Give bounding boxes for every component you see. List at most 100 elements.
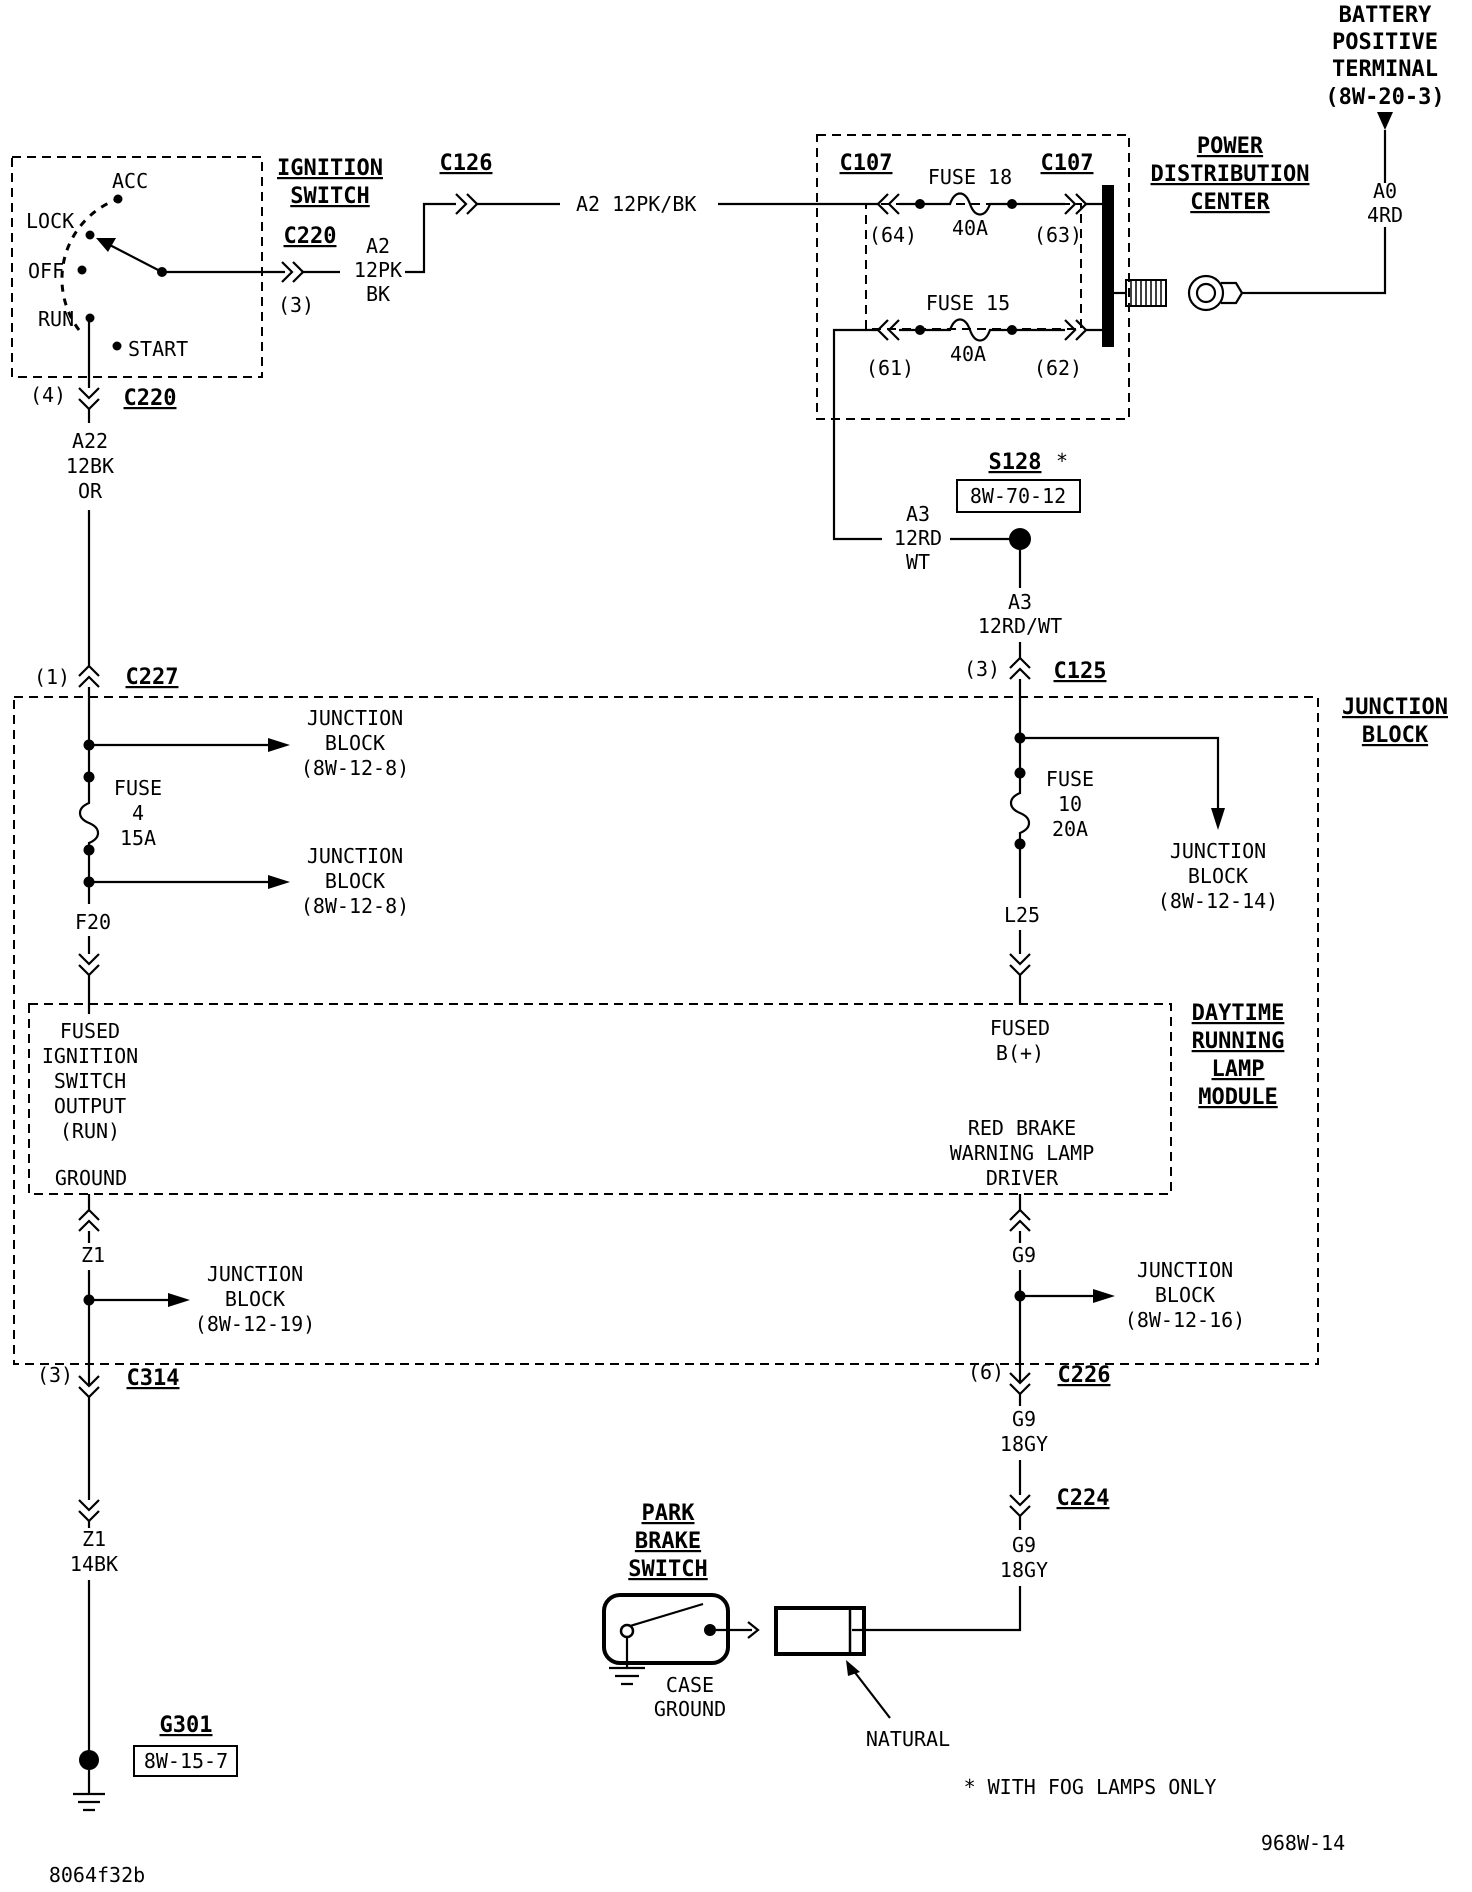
start-contact bbox=[112, 341, 122, 351]
jb-branch-c-wire bbox=[1020, 736, 1220, 815]
wire-a22-gauge: 12BK bbox=[66, 454, 114, 478]
wire-a3-upper bbox=[832, 328, 882, 541]
wire-a2-color: BK bbox=[366, 282, 390, 306]
c220-top-connector-icon bbox=[281, 261, 305, 283]
wire-g9-to-plug bbox=[852, 1586, 1022, 1632]
c125-pin: (3) bbox=[964, 657, 1000, 681]
drl-red-brake-line1: RED BRAKE bbox=[968, 1116, 1076, 1140]
battery-positive-terminal: BATTERY POSITIVE TERMINAL (8W-20-3) A0 4… bbox=[1325, 3, 1444, 227]
drl-fused-ign-line4: OUTPUT bbox=[54, 1094, 126, 1118]
c227-connector-icon bbox=[78, 664, 100, 688]
drl-red-brake-line3: DRIVER bbox=[986, 1166, 1059, 1190]
acc-contact bbox=[113, 194, 123, 204]
drl-title-line3: LAMP bbox=[1212, 1057, 1265, 1082]
fuse10-number: 10 bbox=[1058, 792, 1082, 816]
junction-block-title-line2: BLOCK bbox=[1362, 723, 1429, 748]
c107-right-label: C107 bbox=[1041, 151, 1094, 176]
junction-block-title-line1: JUNCTION bbox=[1342, 695, 1448, 720]
fuse-18-icon bbox=[920, 192, 1012, 216]
wire-g9b-label: G9 bbox=[1012, 1533, 1036, 1557]
jb-branch-e-arrow-icon bbox=[1093, 1289, 1115, 1303]
jb-d-line3: (8W-12-19) bbox=[195, 1312, 315, 1336]
pos-lock-label: LOCK bbox=[26, 209, 74, 233]
splice-s128-label: S128 bbox=[989, 450, 1042, 475]
case-ground-line2: GROUND bbox=[654, 1697, 726, 1721]
ignition-switch-title-line2: SWITCH bbox=[290, 184, 369, 209]
fuse18-label: FUSE 18 bbox=[928, 165, 1012, 189]
eyelet-lug bbox=[1221, 281, 1244, 305]
drl-fused-ign-line5: (RUN) bbox=[60, 1119, 120, 1143]
wire-a3-gauge: 12RD bbox=[894, 526, 942, 550]
c220-bottom-label: C220 bbox=[124, 386, 177, 411]
park-brake-title-line1: PARK bbox=[642, 1501, 696, 1526]
ground-g301-icon bbox=[73, 1770, 105, 1812]
pdc-title-line1: POWER bbox=[1197, 134, 1264, 159]
park-brake-contact-right bbox=[704, 1624, 716, 1636]
case-ground-icon bbox=[609, 1666, 645, 1686]
park-brake-contact-left bbox=[619, 1623, 635, 1639]
pdc-bus-bar bbox=[1102, 185, 1114, 347]
fuse15-amperage: 40A bbox=[950, 342, 986, 366]
park-brake-title-line3: SWITCH bbox=[628, 1557, 707, 1582]
drl-title-line4: MODULE bbox=[1198, 1085, 1277, 1110]
ignition-switch-blade bbox=[103, 241, 163, 273]
drl-ground-label: GROUND bbox=[55, 1166, 127, 1190]
wire-z1-top-label: Z1 bbox=[81, 1243, 105, 1267]
wire-a3b-label: A3 bbox=[1008, 590, 1032, 614]
wire-a3b-gauge: 12RD/WT bbox=[978, 614, 1062, 638]
case-ground-line1: CASE bbox=[666, 1673, 714, 1697]
c314-pin: (3) bbox=[37, 1363, 73, 1387]
ground-g301-node bbox=[79, 1750, 99, 1770]
ignition-switch-box bbox=[11, 156, 263, 378]
jb-branch-b-arrow-icon bbox=[268, 875, 290, 889]
jb-b-line3: (8W-12-8) bbox=[301, 894, 409, 918]
c224-connector-icon bbox=[1009, 1494, 1031, 1518]
battery-title-line4: (8W-20-3) bbox=[1325, 85, 1444, 110]
jb-b-line1: JUNCTION bbox=[307, 844, 403, 868]
wire-a2-pk-label: A2 12PK/BK bbox=[576, 192, 696, 216]
jb-d-line1: JUNCTION bbox=[207, 1262, 303, 1286]
pin61-label: (61) bbox=[866, 356, 914, 380]
drl-module-box bbox=[28, 1003, 1172, 1195]
fuse4-label: FUSE bbox=[114, 776, 162, 800]
splice-s128-node bbox=[1009, 528, 1031, 550]
splice-ref-box bbox=[956, 479, 1081, 513]
pin62-label: (62) bbox=[1034, 356, 1082, 380]
c107-inner-box bbox=[865, 203, 1082, 330]
splice-ref: 8W-70-12 bbox=[970, 484, 1066, 508]
park-brake-title-line2: BRAKE bbox=[635, 1529, 701, 1554]
battery-cable-eyelet-icon bbox=[1187, 274, 1225, 312]
c220-bottom-connector-icon bbox=[78, 387, 100, 411]
wire-g9a-gauge: 18GY bbox=[1000, 1432, 1048, 1456]
off-contact bbox=[77, 265, 87, 275]
fuse-10-icon bbox=[1009, 773, 1031, 844]
drl-fused-ign-line3: SWITCH bbox=[54, 1069, 126, 1093]
drl-fused-ign-line1: FUSED bbox=[60, 1019, 120, 1043]
wire-a2-gauge: 12PK bbox=[354, 258, 402, 282]
wire-a22-color: OR bbox=[78, 479, 103, 503]
jb-e-line2: BLOCK bbox=[1155, 1283, 1215, 1307]
pin63-label: (63) bbox=[1034, 223, 1082, 247]
pdc-title-line3: CENTER bbox=[1190, 190, 1270, 215]
l25-connector-icon bbox=[1009, 953, 1031, 977]
junction-block-box bbox=[13, 696, 1319, 1365]
jb-branch-c-arrow-icon bbox=[1211, 808, 1225, 830]
jb-a-line3: (8W-12-8) bbox=[301, 756, 409, 780]
pos-acc-label: ACC bbox=[112, 169, 148, 193]
pos-start-label: START bbox=[128, 337, 188, 361]
natural-label: NATURAL bbox=[866, 1727, 950, 1751]
c107-left-label: C107 bbox=[840, 151, 893, 176]
battery-title-line3: TERMINAL bbox=[1332, 57, 1438, 82]
drl-fused-b-line1: FUSED bbox=[990, 1016, 1050, 1040]
eyelet-inner bbox=[1195, 282, 1217, 304]
c220-top-label: C220 bbox=[284, 224, 337, 249]
lock-contact bbox=[85, 230, 95, 240]
c227-pin: (1) bbox=[34, 665, 70, 689]
jb-a-line2: BLOCK bbox=[325, 731, 385, 755]
park-brake-switch-blade bbox=[629, 1602, 704, 1628]
pin64-connector-icon bbox=[876, 193, 900, 215]
splice-star: * bbox=[1056, 449, 1068, 473]
drl-fused-ign-line2: IGNITION bbox=[42, 1044, 138, 1068]
wire-f20-label: F20 bbox=[75, 910, 111, 934]
